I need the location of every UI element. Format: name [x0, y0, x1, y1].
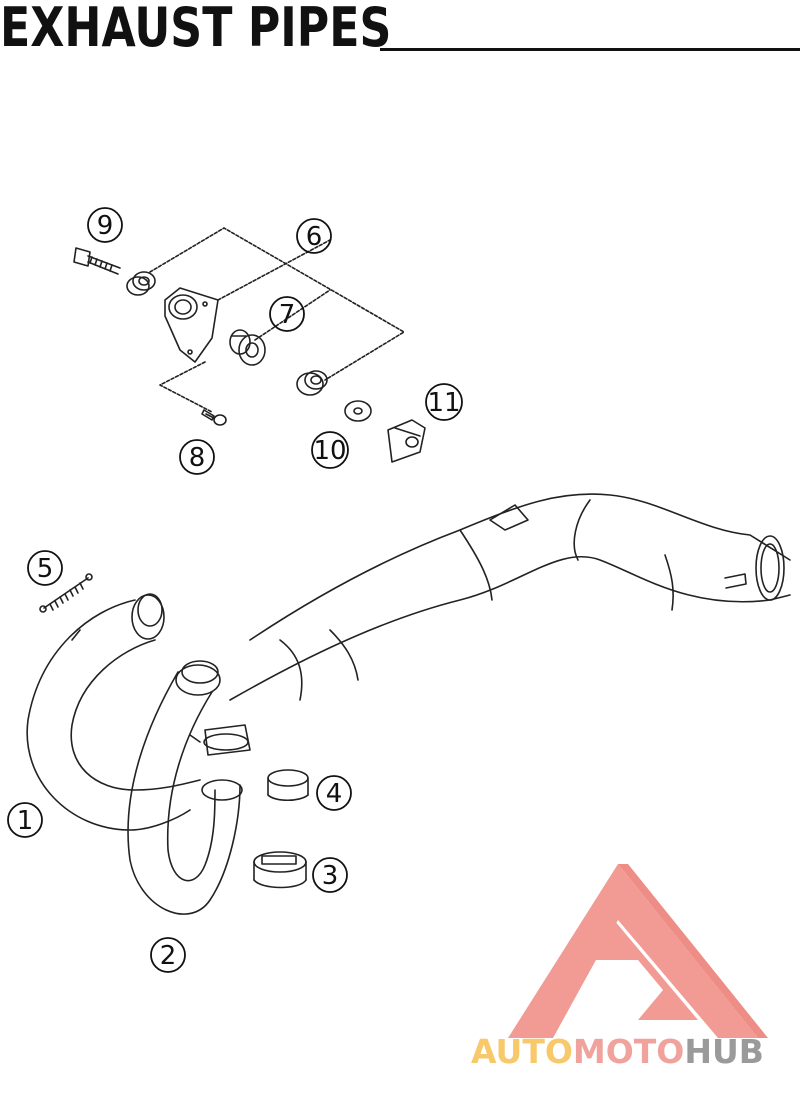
header: EXHAUST PIPES [0, 0, 800, 60]
callout-label-8: 8 [189, 443, 206, 473]
callout-label-1: 1 [17, 806, 34, 836]
callout-label-2: 2 [160, 941, 177, 971]
watermark-auto: AUTO [471, 1032, 573, 1071]
bracket-6 [164, 287, 219, 363]
header-pipe-1 [26, 593, 201, 831]
callout-circle-3 [312, 857, 348, 893]
watermark-text: AUTOMOTOHUB [471, 1032, 764, 1071]
callout-label-11: 11 [427, 388, 460, 418]
callout-circle-10 [311, 431, 349, 469]
page-title: EXHAUST PIPES [0, 0, 392, 59]
screw-8 [201, 409, 227, 426]
callout-circle-7 [269, 296, 305, 332]
bushing-upper [126, 271, 156, 296]
leader-lines [149, 227, 405, 413]
callout-label-10: 10 [313, 436, 346, 466]
callout-circle-2 [150, 937, 186, 973]
callouts [7, 207, 463, 973]
logo-inner-shape [588, 920, 698, 1020]
callout-circle-1 [7, 802, 43, 838]
watermark-moto: MOTO [572, 1032, 685, 1071]
callout-circle-4 [316, 775, 352, 811]
title-underline [380, 48, 800, 51]
callout-circle-9 [87, 207, 123, 243]
callout-label-4: 4 [326, 779, 343, 809]
watermark-logo-icon [508, 864, 768, 1038]
callout-circle-5 [27, 550, 63, 586]
clamp-3 [253, 851, 307, 889]
callout-label-7: 7 [279, 300, 296, 330]
callout-label-9: 9 [97, 211, 114, 241]
bushing-lower [296, 370, 328, 396]
logo-triangle-shape [508, 864, 758, 1038]
inlet-clamp [203, 724, 251, 756]
washer-10 [344, 400, 372, 422]
callout-label-6: 6 [306, 222, 323, 252]
sleeve-4 [267, 769, 309, 802]
grommet-7 [229, 329, 266, 366]
header-pipe-2 [127, 660, 243, 915]
spring-5 [39, 573, 93, 613]
silencer [229, 493, 791, 701]
bolt-9 [73, 247, 121, 275]
callout-circle-6 [296, 218, 332, 254]
clip-nut-11 [387, 419, 426, 463]
callout-label-3: 3 [322, 861, 339, 891]
watermark-hub: HUB [684, 1032, 764, 1071]
callout-label-5: 5 [37, 554, 54, 584]
callout-circle-11 [425, 383, 463, 421]
callout-circle-8 [179, 439, 215, 475]
